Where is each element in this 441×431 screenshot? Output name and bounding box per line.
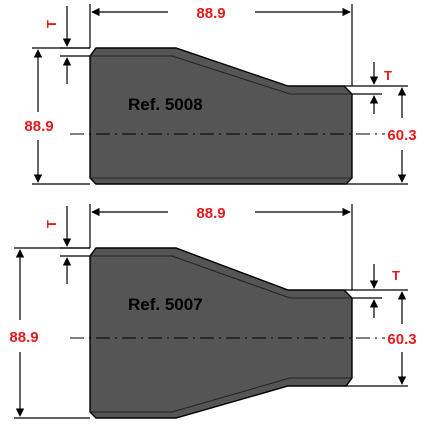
- thickness-left-label-5008: T: [44, 20, 59, 28]
- thickness-left-label-5007: T: [44, 220, 59, 228]
- large-diameter-label-5008: 88.9: [24, 118, 53, 135]
- inner-wall-top-5007: [90, 255, 352, 299]
- thickness-right-label-5008: T: [384, 68, 392, 83]
- thickness-right-label-5007: T: [392, 268, 400, 283]
- inner-wall-top-5008: [90, 55, 352, 95]
- reference-label-5008: Ref. 5008: [128, 95, 203, 114]
- reference-label-5007: Ref. 5007: [128, 295, 203, 314]
- large-diameter-label-5007: 88.9: [9, 329, 38, 346]
- length-label-5007: 88.9: [196, 205, 225, 222]
- small-diameter-label-5008: 60.3: [387, 127, 416, 144]
- reducer-body-5008: [89, 47, 353, 185]
- diagram-ref-5007: 88.9 88.9 60.3 T T Ref. 5007: [9, 204, 417, 419]
- small-diameter-label-5007: 60.3: [387, 331, 416, 348]
- inner-wall-bottom-5007: [90, 377, 352, 413]
- diagram-ref-5008: 88.9 88.9 60.3 T T Ref. 5008: [24, 4, 417, 185]
- length-label-5008: 88.9: [196, 5, 225, 22]
